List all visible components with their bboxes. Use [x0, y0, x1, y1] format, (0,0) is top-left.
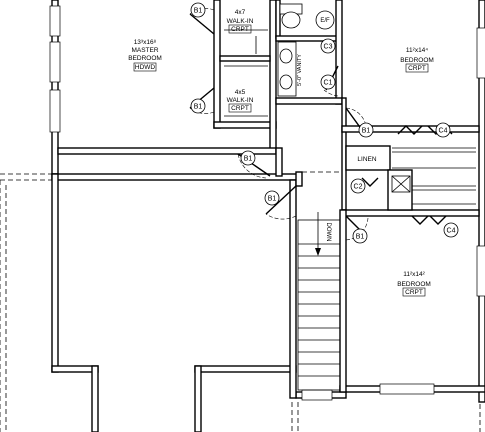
room-label-bedroom-2: 11²x14⁴ BEDROOM CRPT [400, 47, 434, 73]
interior-walls [57, 0, 480, 393]
room-name: BEDROOM [397, 281, 431, 288]
room-floor: CRPT [231, 105, 249, 112]
room-floor: CRPT [405, 289, 423, 296]
door-tag: B1 [352, 228, 368, 244]
exhaust-fan-label: E/F [320, 18, 330, 24]
door-tag: C4 [443, 222, 459, 238]
door-tag-label: B1 [194, 103, 203, 110]
door-tag: B1 [264, 190, 280, 206]
exhaust-fan-icon [315, 10, 335, 30]
room-name: BEDROOM [128, 55, 162, 62]
door-tag-label: B1 [268, 195, 277, 202]
door-tag: C3 [320, 38, 336, 54]
room-floor: CRPT [408, 65, 426, 72]
door-tag: B1 [190, 98, 206, 114]
room-name: WALK-IN [227, 18, 254, 25]
room-name: MASTER [131, 47, 158, 54]
door-tag: C4 [435, 122, 451, 138]
stair-direction-label: DOWN [325, 223, 331, 242]
room-size: 4x5 [235, 89, 246, 96]
door-tag: C2 [350, 178, 366, 194]
stair [297, 212, 341, 391]
room-label-walk-in-1: 4x7 WALK-IN CRPT [227, 9, 254, 34]
door-tags: B1 B1 B1 B1 B1 B1 C1 C2 [190, 2, 459, 244]
door-tag-label: C4 [447, 227, 456, 234]
door-tag-label: C4 [439, 127, 448, 134]
bath-fixtures [224, 3, 335, 117]
room-floor: CRPT [231, 26, 249, 33]
door-tag-label: C3 [324, 43, 333, 50]
door-tag-label: C1 [324, 79, 333, 86]
door-tag: B1 [240, 150, 256, 166]
door-tag: C1 [320, 74, 336, 90]
room-size: 11²x14² [403, 271, 425, 278]
room-floor: HDWD [135, 64, 156, 71]
windows [49, 5, 485, 401]
room-size: 13³x16⁸ [134, 39, 157, 46]
room-name: WALK-IN [227, 97, 254, 104]
door-tag-label: B1 [194, 7, 203, 14]
door-tag: B1 [358, 122, 374, 138]
room-size: 4x7 [235, 9, 246, 16]
room-label-master-bedroom: 13³x16⁸ MASTER BEDROOM HDWD [128, 39, 162, 72]
room-name: BEDROOM [400, 57, 434, 64]
vanity-label: 5'-0" VANITY [297, 54, 303, 86]
door-tag: B1 [190, 2, 206, 18]
room-size: 11²x14⁴ [406, 47, 428, 54]
door-tag-label: C2 [354, 183, 363, 190]
room-label-walk-in-2: 4x5 WALK-IN CRPT [227, 89, 254, 113]
door-tag-label: B1 [356, 233, 365, 240]
door-tag-label: B1 [244, 155, 253, 162]
door-tag-label: B1 [362, 127, 371, 134]
room-label-bedroom-3: 11²x14² BEDROOM CRPT [397, 271, 431, 297]
linen-label: LINEN [357, 156, 376, 163]
closet-doors [361, 125, 476, 225]
